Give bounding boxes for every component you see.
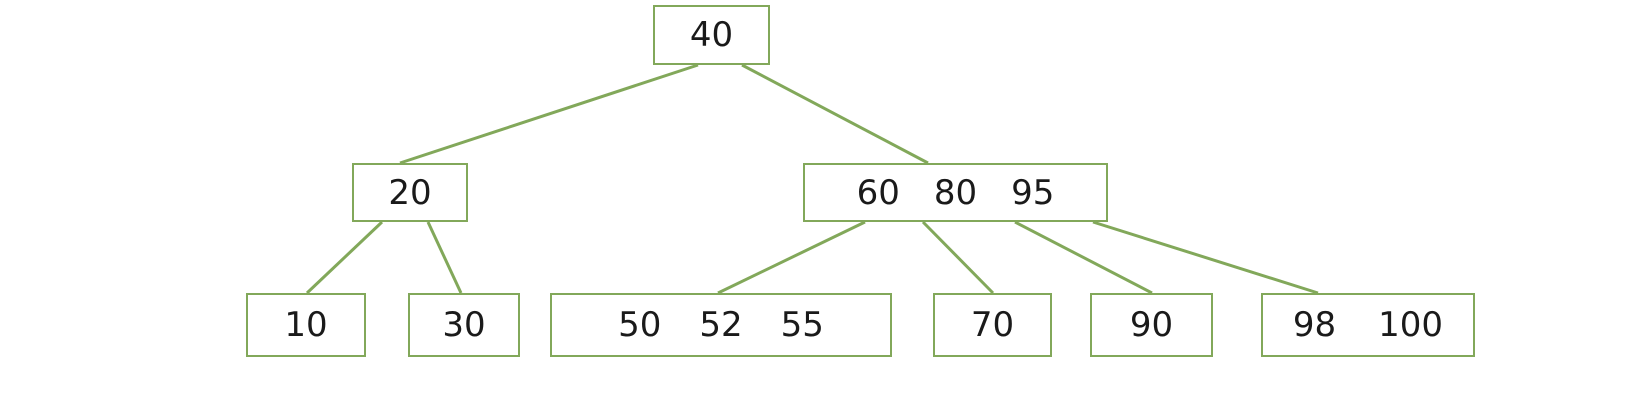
- node-key: 100: [1378, 305, 1444, 345]
- tree-node-leaf-10[interactable]: 10: [246, 293, 366, 357]
- tree-edge: [305, 220, 384, 295]
- node-key: 20: [388, 172, 432, 213]
- node-key: 10: [284, 305, 328, 345]
- node-key: 70: [970, 305, 1015, 345]
- node-key: 50: [618, 305, 662, 345]
- node-key: 60: [856, 172, 900, 213]
- tree-node-leaf-98-100[interactable]: 98 100: [1261, 293, 1475, 357]
- node-key: 98: [1292, 305, 1337, 345]
- tree-edge: [426, 221, 463, 294]
- tree-node-leaf-90[interactable]: 90: [1090, 293, 1213, 357]
- tree-edge: [399, 63, 699, 165]
- tree-edge: [741, 63, 929, 165]
- node-key: 95: [1011, 172, 1055, 213]
- tree-node-leaf-70[interactable]: 70: [933, 293, 1052, 357]
- node-key: 90: [1129, 305, 1174, 345]
- tree-edge: [1092, 220, 1319, 295]
- tree-node-internal-right[interactable]: 60 80 95: [803, 163, 1108, 222]
- node-key: 55: [780, 305, 824, 345]
- node-key: 30: [442, 305, 486, 345]
- tree-node-leaf-50-52-55[interactable]: 50 52 55: [550, 293, 892, 357]
- tree-edge: [921, 220, 995, 295]
- node-key: 52: [699, 305, 743, 345]
- tree-edge: [1014, 220, 1153, 295]
- node-key: 40: [689, 15, 734, 55]
- tree-edge: [717, 220, 866, 295]
- tree-node-root[interactable]: 40: [653, 5, 770, 65]
- tree-node-internal-left[interactable]: 20: [352, 163, 468, 222]
- tree-node-leaf-30[interactable]: 30: [408, 293, 520, 357]
- node-key: 80: [933, 172, 978, 213]
